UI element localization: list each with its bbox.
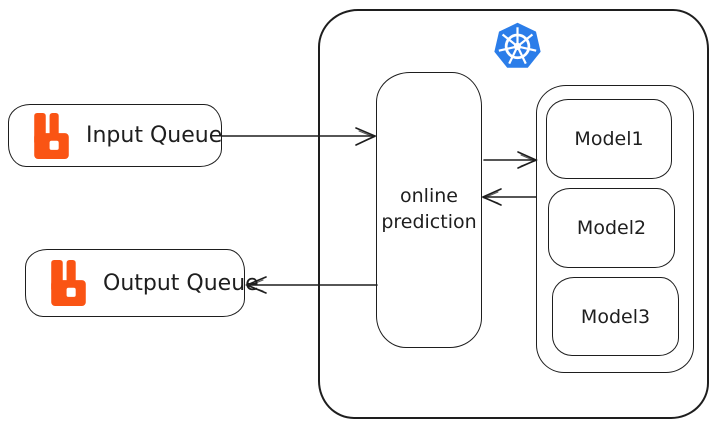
model3-label: Model3 bbox=[580, 305, 651, 328]
model1-label: Model1 bbox=[574, 128, 644, 150]
kubernetes-helm-wheel bbox=[498, 27, 537, 65]
rabbitmq-icon bbox=[34, 112, 69, 159]
rabbitmq-icon bbox=[51, 259, 86, 307]
input-queue-box: Input Queue bbox=[8, 104, 222, 167]
output-queue-label: Output Queue bbox=[103, 270, 259, 296]
kubernetes-icon bbox=[494, 22, 541, 68]
model2-box: Model2 bbox=[548, 188, 675, 268]
model1-box: Model1 bbox=[546, 99, 672, 179]
input-queue-label: Input Queue bbox=[86, 123, 223, 148]
model3-box: Model3 bbox=[552, 277, 679, 356]
online-prediction-label: online prediction bbox=[381, 185, 477, 233]
model2-label: Model2 bbox=[576, 217, 647, 239]
output-queue-box: Output Queue bbox=[25, 249, 259, 317]
online-prediction-box: online prediction bbox=[376, 72, 482, 348]
